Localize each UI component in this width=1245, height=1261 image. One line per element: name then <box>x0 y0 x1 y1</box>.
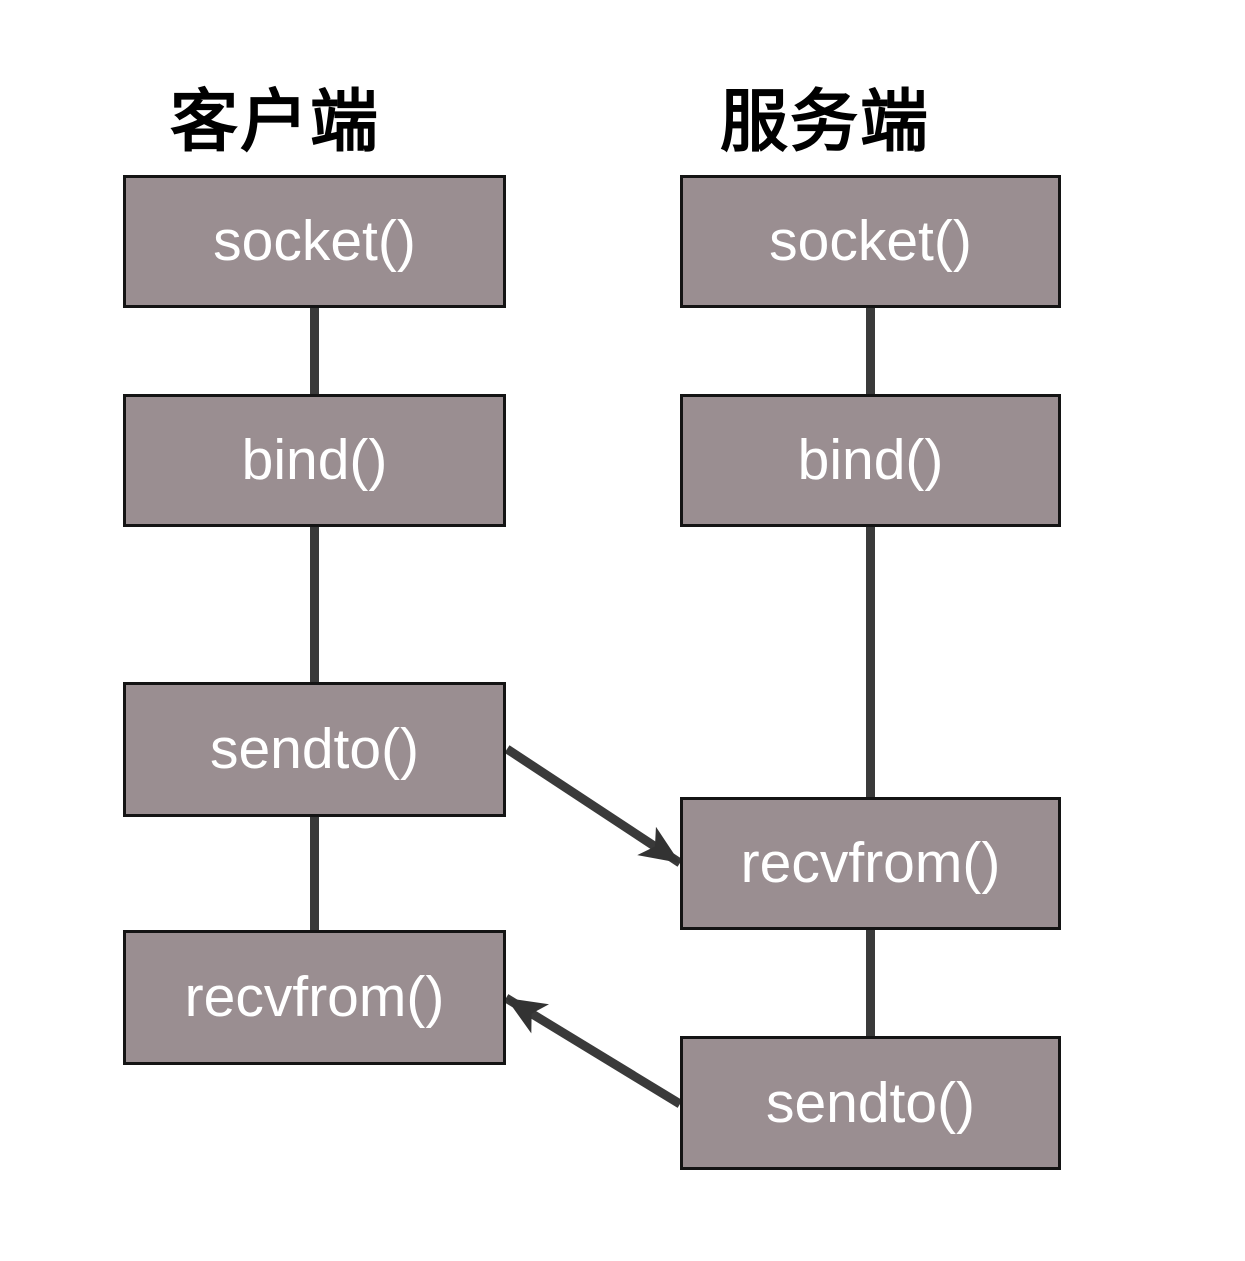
server-bind-label: bind() <box>797 428 944 492</box>
client-sendto-label: sendto() <box>209 717 420 781</box>
server-socket-label: socket() <box>769 209 972 273</box>
client-recvfrom-box: recvfrom() <box>123 930 506 1065</box>
arrow-server-sendto-to-client-recvfrom <box>503 994 683 1108</box>
server-bind-box: bind() <box>680 394 1061 527</box>
client-socket-box: socket() <box>123 175 506 308</box>
server-recvfrom-box: recvfrom() <box>680 797 1061 930</box>
client-column-title: 客户端 <box>170 84 381 160</box>
client-bind-label: bind() <box>241 428 388 492</box>
server-socket-box: socket() <box>680 175 1061 308</box>
client-recvfrom-label: recvfrom() <box>184 965 445 1029</box>
server-sendto-box: sendto() <box>680 1036 1061 1170</box>
server-sendto-label: sendto() <box>765 1070 976 1135</box>
client-sendto-box: sendto() <box>123 682 506 817</box>
client-bind-box: bind() <box>123 394 506 527</box>
client-socket-label: socket() <box>213 209 416 273</box>
server-column-title: 服务端 <box>720 84 931 160</box>
server-recvfrom-label: recvfrom() <box>740 831 1001 895</box>
arrow-client-sendto-to-server-recvfrom <box>504 745 683 867</box>
